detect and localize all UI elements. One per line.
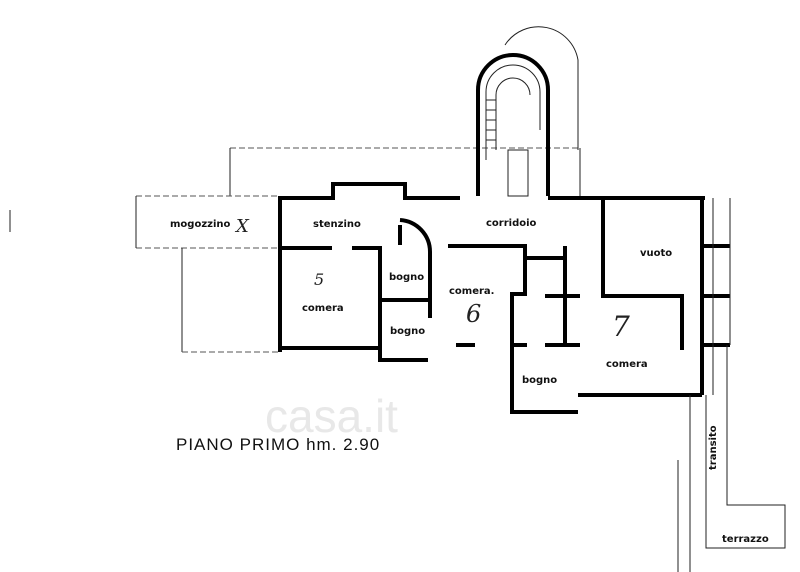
room-label-transito: transito	[708, 425, 719, 470]
room-label-bagno-2: bogno	[390, 326, 425, 337]
room-label-terrazzo: terrazzo	[722, 534, 769, 545]
room-label-bagno-3: bogno	[522, 375, 557, 386]
handwritten-7: 7	[612, 310, 630, 343]
staircase	[476, 26, 579, 197]
handwritten-x: X	[234, 216, 250, 237]
dimension-lines	[9, 147, 581, 353]
plan-title: PIANO PRIMO hm. 2.90	[176, 435, 380, 454]
room-label-camera-7: comera	[606, 359, 648, 370]
handwritten-6: 6	[466, 300, 481, 328]
room-label-bagno-1: bogno	[389, 272, 424, 283]
watermark: casa.it	[265, 390, 398, 442]
room-label-vuoto: vuoto	[640, 248, 672, 259]
room-label-magazzino: mogozzino	[170, 219, 231, 230]
room-label-corridoio: corridoio	[486, 218, 537, 229]
room-label-camera-5: comera	[302, 303, 344, 314]
handwritten-5: 5	[314, 270, 324, 289]
walls	[278, 182, 786, 572]
room-label-stanzino: stenzino	[313, 219, 361, 230]
room-label-camera-6: comera.	[449, 286, 494, 297]
